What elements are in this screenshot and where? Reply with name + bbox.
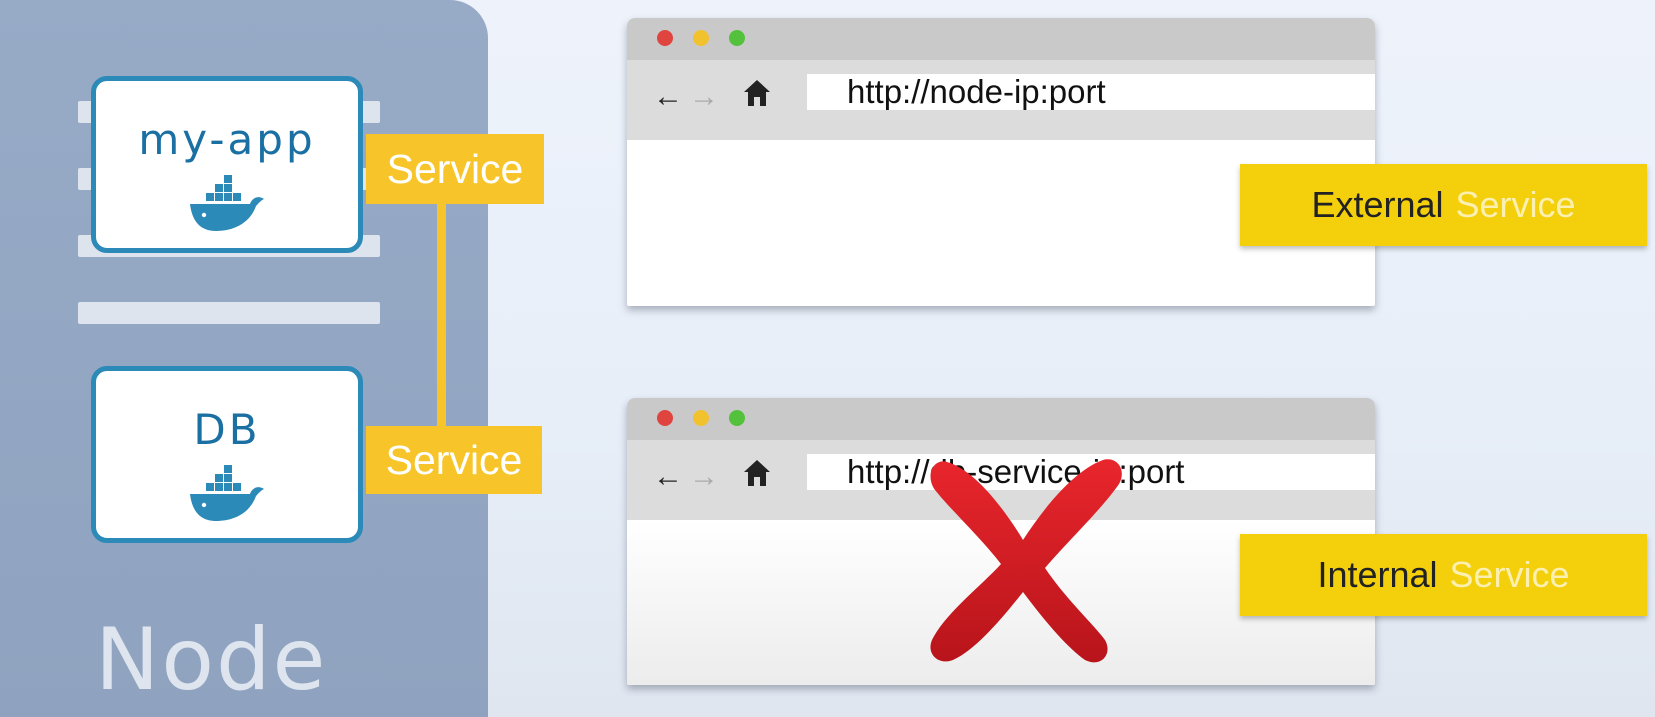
home-icon[interactable] xyxy=(743,78,771,108)
maximize-dot-icon[interactable] xyxy=(729,410,745,426)
minimize-dot-icon[interactable] xyxy=(693,410,709,426)
browser-toolbar: ← → http://db-service-ip:port xyxy=(627,440,1375,520)
docker-whale-icon xyxy=(190,465,264,521)
forward-arrow-icon[interactable]: → xyxy=(689,460,719,493)
service-tag-db[interactable]: Service xyxy=(366,426,542,494)
node-stripe xyxy=(78,302,380,324)
service-tag-my-app[interactable]: Service xyxy=(366,134,544,204)
pod-db[interactable]: DB xyxy=(91,366,363,543)
browser-titlebar xyxy=(627,18,1375,60)
badge-highlight: Service xyxy=(1449,554,1570,595)
external-service-badge: External Service xyxy=(1240,164,1647,246)
badge-highlight: Service xyxy=(1455,184,1576,225)
minimize-dot-icon[interactable] xyxy=(693,30,709,46)
address-bar[interactable]: http://node-ip:port xyxy=(807,74,1375,110)
close-dot-icon[interactable] xyxy=(657,410,673,426)
close-dot-icon[interactable] xyxy=(657,30,673,46)
home-icon[interactable] xyxy=(743,458,771,488)
pod-label: my-app xyxy=(138,115,316,164)
back-arrow-icon[interactable]: ← xyxy=(653,80,683,113)
browser-titlebar xyxy=(627,398,1375,440)
node-label: Node xyxy=(95,610,328,710)
back-arrow-icon[interactable]: ← xyxy=(653,460,683,493)
badge-label: Internal xyxy=(1317,554,1438,595)
internal-service-badge: Internal Service xyxy=(1240,534,1647,616)
pod-label: DB xyxy=(193,405,261,454)
browser-toolbar: ← → http://node-ip:port xyxy=(627,60,1375,140)
docker-whale-icon xyxy=(190,175,264,231)
forward-arrow-icon[interactable]: → xyxy=(689,80,719,113)
maximize-dot-icon[interactable] xyxy=(729,30,745,46)
browser-window-external: ← → http://node-ip:port xyxy=(627,18,1375,306)
service-connector-line xyxy=(437,200,446,435)
pod-my-app[interactable]: my-app xyxy=(91,76,363,253)
blocked-cross-icon xyxy=(930,459,1122,663)
badge-label: External xyxy=(1311,184,1444,225)
